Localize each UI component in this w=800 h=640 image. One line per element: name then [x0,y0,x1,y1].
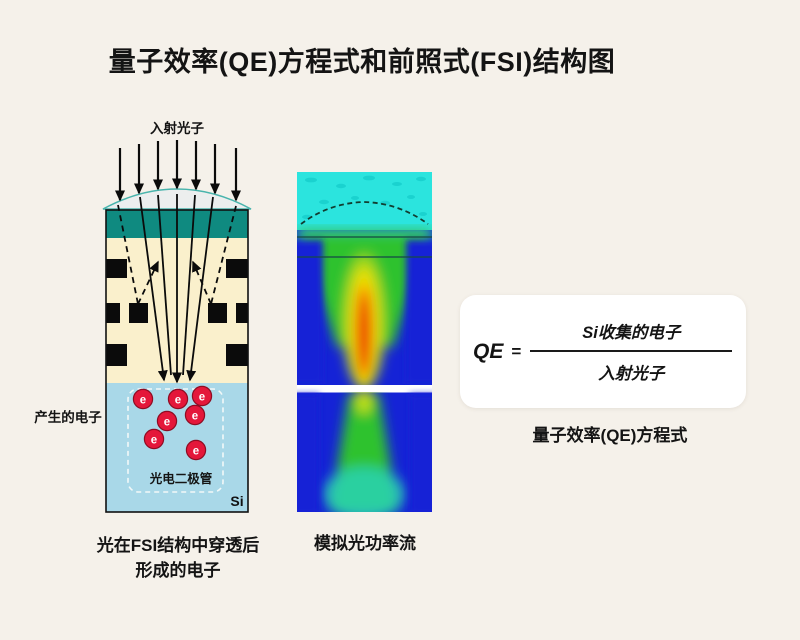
electron [132,388,154,410]
electron [167,388,189,410]
metal-interconnect-block [129,303,148,323]
electron [143,428,165,450]
power-plume [323,392,405,512]
equation-caption: 量子效率(QE)方程式 [532,426,688,445]
simulation-caption: 模拟光功率流 [314,534,416,553]
equals-sign: = [511,341,522,361]
microlens-outline [300,201,429,225]
qe-fraction: Si收集的电子 入射光子 [530,319,733,384]
metal-interconnect-block [106,303,120,323]
metal-interconnect-block [236,303,248,323]
electron-symbol: e [151,434,157,446]
reflected-ray [137,260,159,305]
metal-interconnect-block [226,344,248,366]
electron [156,410,178,432]
electron-symbol: e [193,445,199,457]
cold-side-lower-left [297,394,319,512]
electron-symbol: e [164,416,170,428]
metal-interconnect-block [106,344,127,366]
incident-photons-label: 入射光子 [150,120,204,136]
heatmap-surface-band [297,172,432,230]
cold-side-lower-right [410,394,432,512]
fsi-caption-line2: 形成的电子 [135,560,221,580]
qe-symbol: QE [473,339,504,363]
transmitted-rays [139,194,214,384]
section-gap [297,385,432,393]
electron-symbol: e [140,394,146,406]
qe-equation-box: QE = Si收集的电子 入射光子 [460,295,746,408]
electron [191,385,213,407]
fraction-denominator: 入射光子 [598,365,665,383]
incident-photon-arrows [115,140,241,202]
electron-symbol: e [192,410,198,422]
generated-electrons-label: 产生的电子 [34,409,102,425]
photodiode-outline [127,388,224,493]
fsi-structure-diagram: 入射光子 [34,120,252,513]
metal-interconnect-block [208,303,227,323]
electron-symbol: e [175,394,181,406]
electron [184,404,206,426]
silicon-label: Si [230,493,243,509]
electron-symbol: e [199,391,205,403]
transmitted-ray [182,194,196,376]
electron [185,439,207,461]
metal-interconnects [106,259,248,366]
transmitted-ray [157,194,172,376]
surface-speckles [302,175,427,220]
metal-interconnect-block [106,259,127,278]
reflected-ray [117,204,139,305]
fraction-numerator: Si收集的电子 [530,319,733,352]
photodiode-label: 光电二极管 [149,471,213,486]
reflected-ray [210,205,237,305]
cold-side-left [297,240,323,384]
page-title: 量子效率(QE)方程式和前照式(FSI)结构图 [108,47,616,77]
metal-interconnect-block [226,259,248,278]
fsi-caption: 光在FSI结构中穿透后 形成的电子 [56,534,300,583]
fsi-caption-line1: 光在FSI结构中穿透后 [96,536,260,555]
simulated-power-flow-map [297,172,432,512]
transmitted-ray [186,196,214,382]
transmitted-ray [139,196,168,382]
cold-side-right [406,240,432,384]
